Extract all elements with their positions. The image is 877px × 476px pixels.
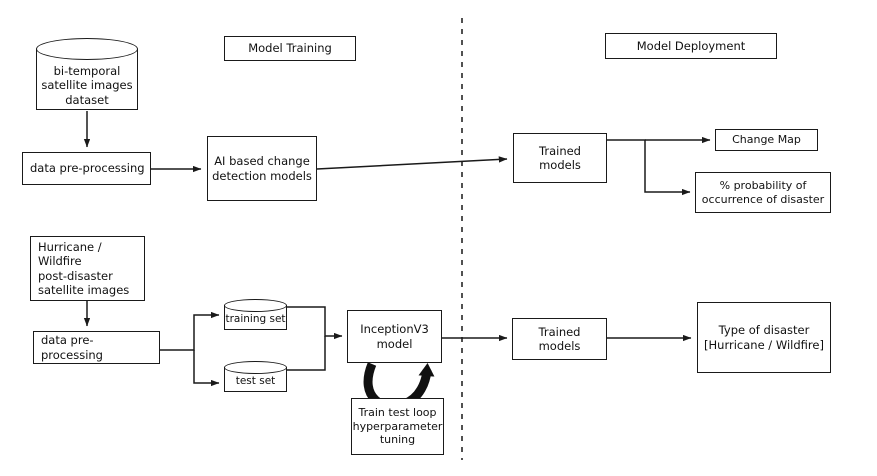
datastore-bitemporal-dataset-label: bi-temporal satellite images dataset [41,64,133,107]
top-data-preprocessing-label: data pre-processing [30,161,145,176]
ai-change-detection-models-label: AI based change detection models [212,154,312,183]
section-title-model-training-label: Model Training [248,41,332,56]
output-type-of-disaster-box: Type of disaster [Hurricane / Wildfire] [697,302,831,373]
cylinder-top-ellipse [224,361,287,374]
bottom-trained-models-label: Trained models [538,324,581,353]
inceptionv3-model-label: InceptionV3 model [360,322,429,351]
train-test-loop-box: Train test loop hyperparameter tuning [351,398,444,455]
source-postdisaster-images-label: Hurricane / Wildfire post-disaster satel… [38,240,130,297]
bottom-trained-models-box: Trained models [512,318,607,360]
output-type-of-disaster-label: Type of disaster [Hurricane / Wildfire] [704,323,824,352]
top-data-preprocessing-box: data pre-processing [22,152,151,185]
datastore-test-set-label: test set [235,375,276,387]
top-trained-models-label: Trained models [539,143,581,172]
datastore-training-set-label: training set [225,313,286,325]
output-probability-disaster-label: % probability of occurrence of disaster [701,179,825,206]
inceptionv3-model-box: InceptionV3 model [347,310,442,363]
cylinder-top-ellipse [224,299,287,312]
datastore-bitemporal-dataset: bi-temporal satellite images dataset [36,38,138,110]
output-change-map-label: Change Map [732,133,801,147]
source-postdisaster-images-box: Hurricane / Wildfire post-disaster satel… [30,236,145,301]
datastore-test-set: test set [224,361,287,392]
section-title-model-training: Model Training [224,36,356,61]
cylinder-top-ellipse [36,38,138,60]
output-probability-disaster-box: % probability of occurrence of disaster [695,172,831,213]
output-change-map-box: Change Map [715,129,818,151]
ai-change-detection-models-box: AI based change detection models [207,136,317,201]
bottom-data-preprocessing-box: data pre-processing [33,331,160,364]
top-trained-models-box: Trained models [513,133,607,183]
datastore-training-set: training set [224,299,287,330]
section-title-model-deployment-label: Model Deployment [636,38,746,53]
section-title-model-deployment: Model Deployment [605,33,777,59]
train-test-loop-label: Train test loop hyperparameter tuning [352,406,443,447]
bottom-data-preprocessing-label: data pre-processing [41,333,103,362]
